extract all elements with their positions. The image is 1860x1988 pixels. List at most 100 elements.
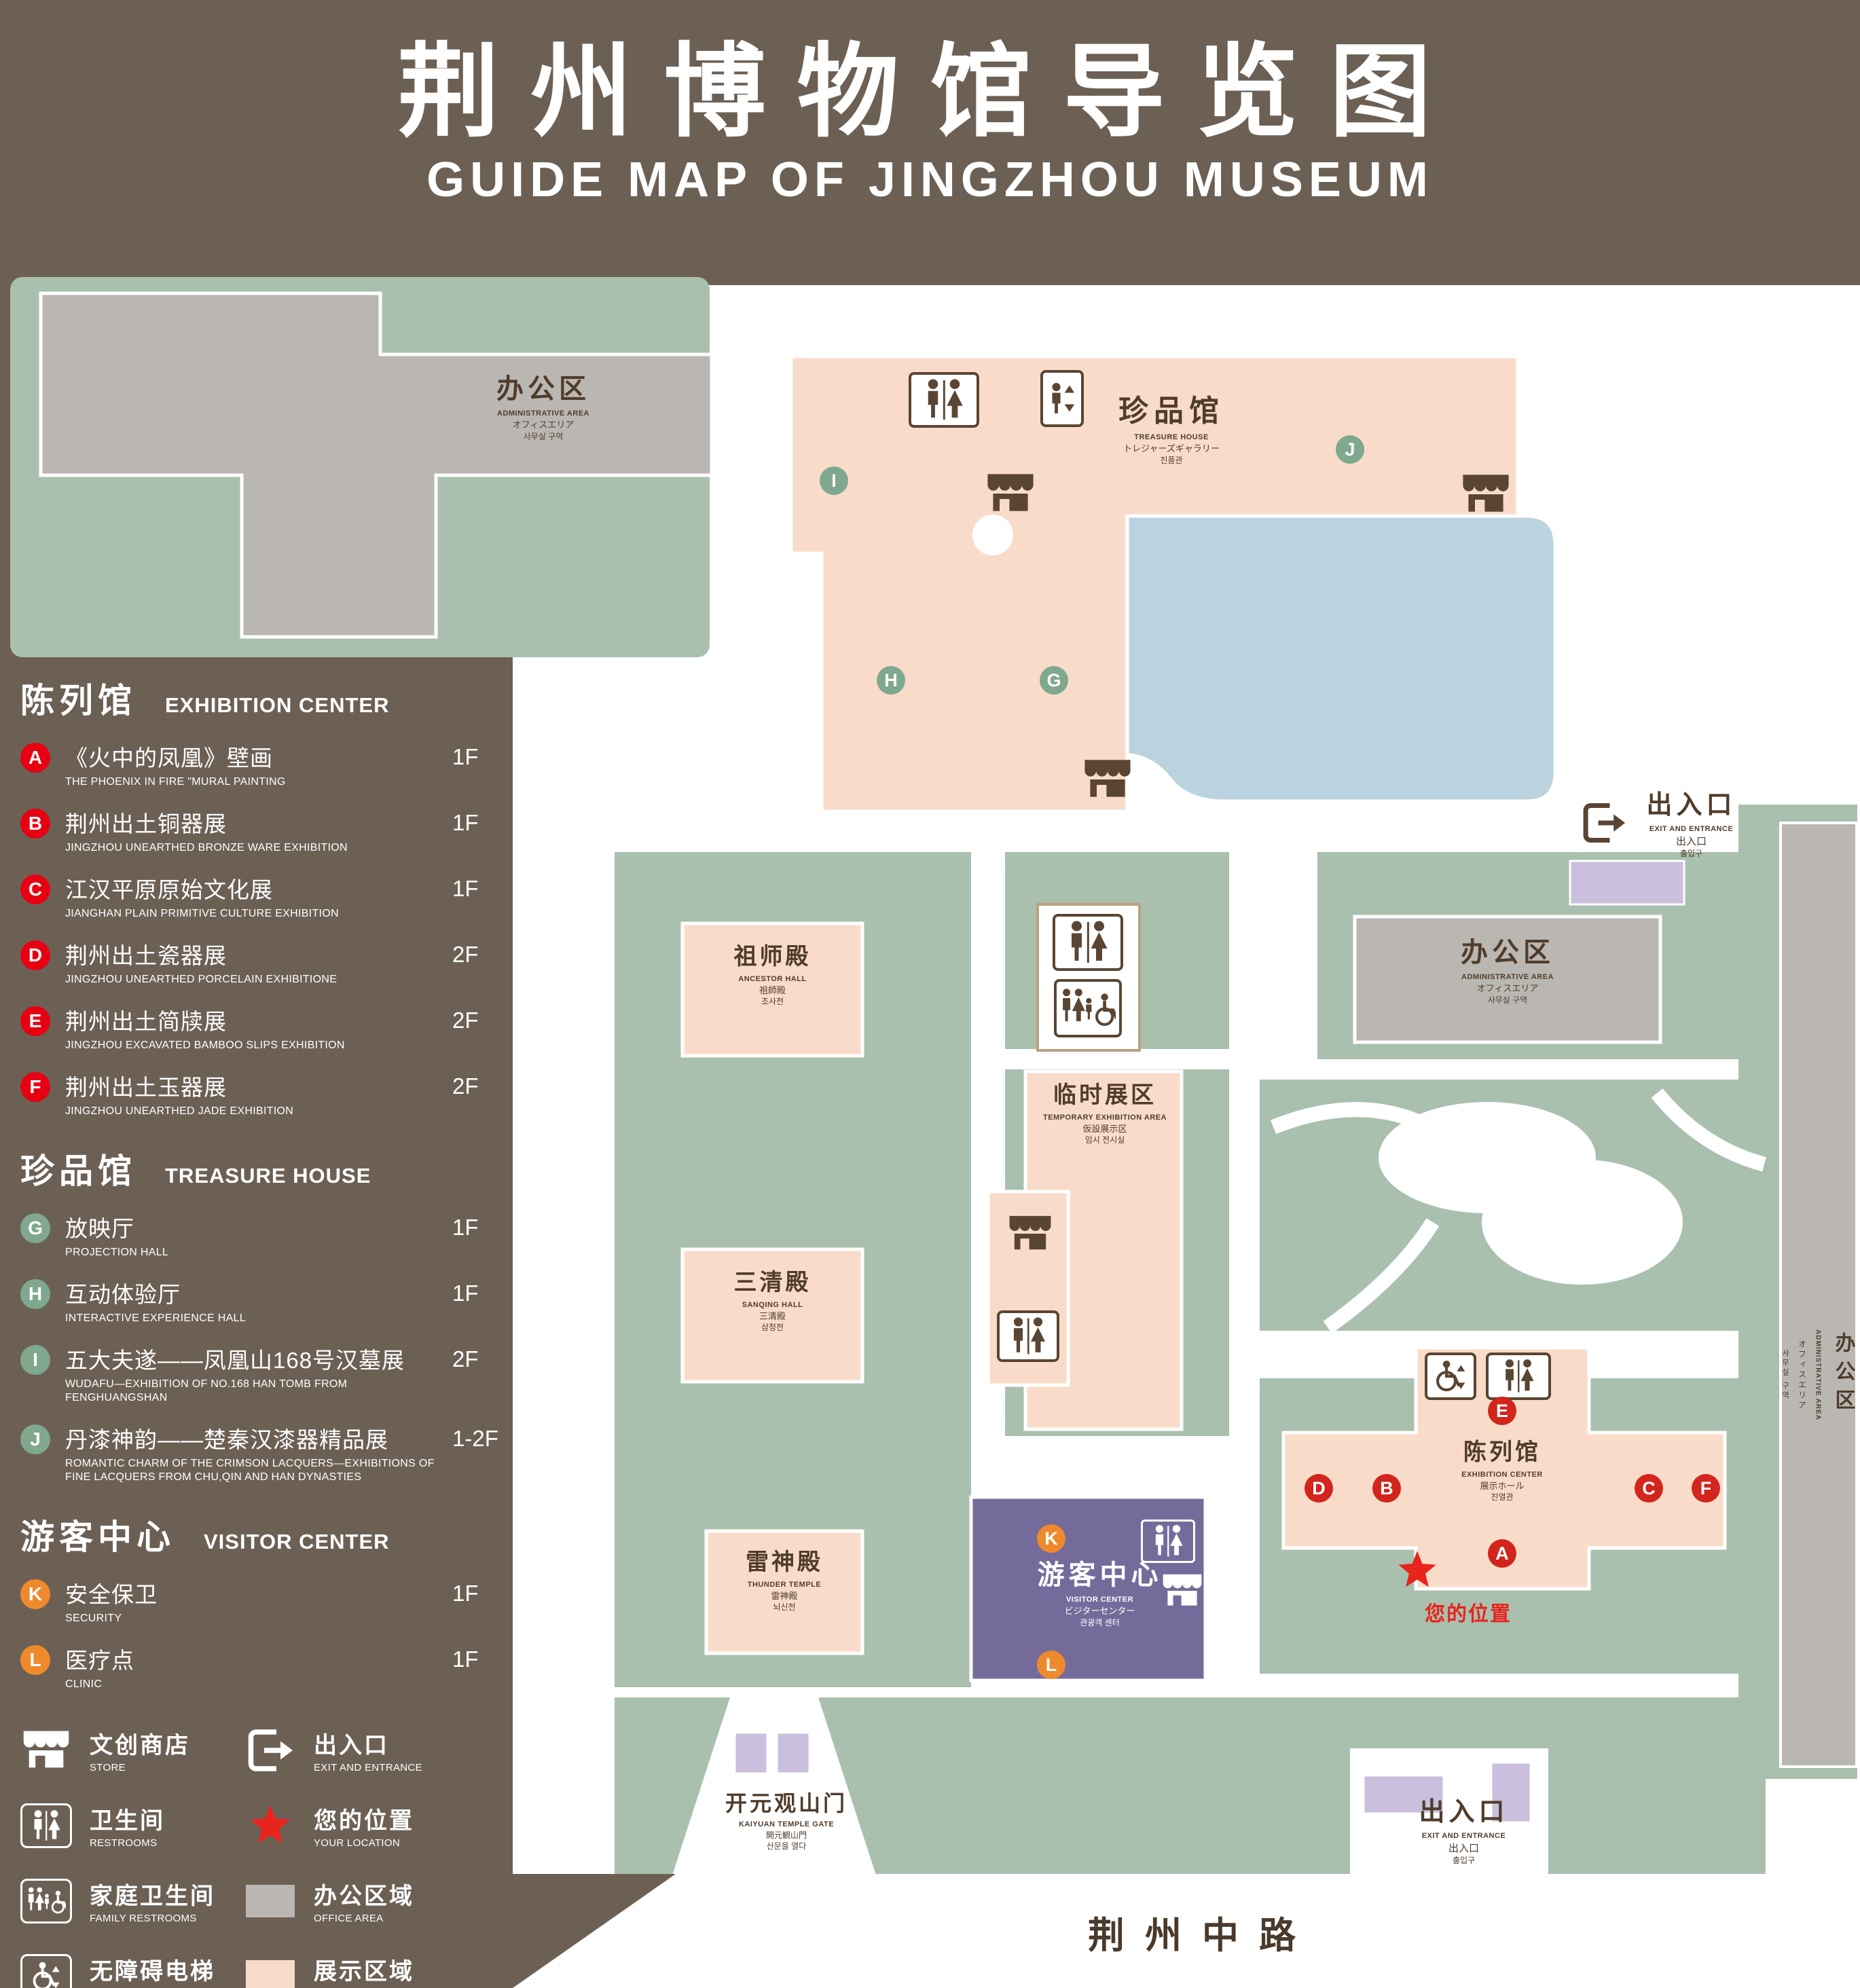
restrooms-icon [1053,914,1123,971]
road-corner [513,1874,676,1988]
floor-badge: 2F [452,942,479,967]
label-admin-mid: 办公区 ADMINISTRATIVE AREA オフィスエリア 사무실 구역 [1461,938,1554,1005]
floor-badge: 2F [452,1346,479,1372]
floor-badge: 1F [452,744,479,769]
legend-section-title-en: TREASURE HOUSE [165,1164,371,1188]
admin-building-northwest [39,291,714,639]
legend-section-title-zh: 珍品馆 [20,1152,136,1190]
store-icon [1078,758,1137,801]
marker-badge-A: A [20,743,50,773]
marker-badge-I: I [20,1345,50,1375]
floor-badge: 2F [452,1073,479,1099]
marker-badge-D: D [20,940,50,970]
marker-G: G [1040,666,1068,695]
restrooms-icon [20,1803,72,1848]
elevator-icon [1040,370,1084,427]
treasure-house-building [789,354,1520,813]
restrooms-icon [1486,1352,1551,1400]
store-icon [1457,473,1515,516]
label-admin-northwest: 办公区 ADMINISTRATIVE AREA オフィスエリア 사무실 구역 [496,374,590,441]
legend-symbol-accessible-elevator: 无障碍电梯ACCESSIBLE ELEVATOR [20,1953,244,1988]
label-exit-northeast: 出入口 EXIT AND ENTRANCE 出入口 출입구 [1646,791,1736,858]
exhibition-center-building [1281,1346,1727,1591]
your-location-star [1396,1549,1438,1591]
marker-badge-E: E [20,1006,50,1036]
label-admin-east: 办公区 ADMINISTRATIVE AREA オフィスエリア 사무실 구역 [1781,1329,1855,1420]
display-area-swatch [244,1954,296,1988]
restrooms-icon [997,1310,1059,1362]
legend-section-title-zh: 陈列馆 [20,682,136,720]
label-treasure-house: 珍品馆 TREASURE HOUSE トレジャーズギャラリー 진품관 [1118,394,1224,466]
gate-plaza [671,1697,877,1879]
label-exhibition-center: 陈列馆 EXHIBITION CENTER 展示ホール 진열관 [1461,1439,1543,1503]
legend-section-exhibition-center: 陈列馆 EXHIBITION CENTER [20,674,508,722]
page-subtitle: GUIDE MAP OF JINGZHOU MUSEUM [426,153,1434,207]
exit-icon [1581,801,1627,845]
garden-path-curve [1651,1088,1766,1172]
garden-path-curve [1270,1102,1440,1137]
floor-badge: 1F [452,876,479,901]
marker-D: D [1305,1474,1333,1503]
store-icon [981,472,1040,515]
legend-section-title-zh: 游客中心 [20,1518,175,1556]
label-ancestor-hall: 祖师殿 ANCESTOR HALL 祖師殿 조사전 [733,944,812,1007]
admin-building-mid [1353,915,1662,1044]
your-location-star-icon [244,1803,296,1848]
restrooms-icon [1141,1520,1195,1563]
store-icon [1004,1214,1057,1253]
legend-section-treasure-house: 珍品馆 TREASURE HOUSE [20,1144,508,1193]
legend-section-title-en: VISITOR CENTER [204,1530,390,1553]
label-kaiyuan-gate: 开元观山门 KAIYUAN TEMPLE GATE 開元観山門 산문을 열다 [725,1791,847,1852]
marker-badge-L: L [20,1645,50,1675]
admin-building-east [1779,822,1858,1768]
accessible-elevator-icon [20,1953,72,1988]
floor-badge: 1F [452,1215,479,1240]
label-visitor-center: 游客中心 VISITOR CENTER ビジターセンター 관광객 센터 [1037,1560,1163,1627]
store-icon [20,1728,72,1773]
display-buildings [680,354,1727,1655]
legend-section-title-en: EXHIBITION CENTER [165,693,390,717]
marker-E: E [1488,1397,1516,1425]
road-name: 荆州中路 [1088,1915,1316,1956]
plaza-circle [972,515,1013,555]
exit-icon [244,1728,296,1773]
marker-I: I [820,466,848,495]
garden-path-curve [1323,1218,1440,1333]
office-area-swatch [244,1879,296,1923]
marker-badge-K: K [20,1579,50,1609]
marker-badge-H: H [20,1279,50,1309]
ancestor-hall-building [680,921,864,1058]
marker-K: K [1037,1524,1065,1553]
floor-badge: 1F [452,1581,479,1606]
marker-badge-B: B [20,809,50,839]
marker-B: B [1372,1474,1401,1503]
legend-symbol-display-area: 展示区域DISPLAY AREA [244,1953,508,1988]
marker-C: C [1635,1474,1663,1503]
marker-F: F [1692,1474,1720,1503]
store-icon [1158,1572,1207,1609]
legend-section-visitor-center: 游客中心 VISITOR CENTER [20,1510,508,1559]
label-sanqing-hall: 三清殿 SANQING HALL 三清殿 삼청전 [733,1270,812,1333]
marker-badge-F: F [20,1072,50,1102]
marker-H: H [877,666,905,695]
marker-badge-G: G [20,1213,50,1243]
restrooms-icon [909,372,979,428]
